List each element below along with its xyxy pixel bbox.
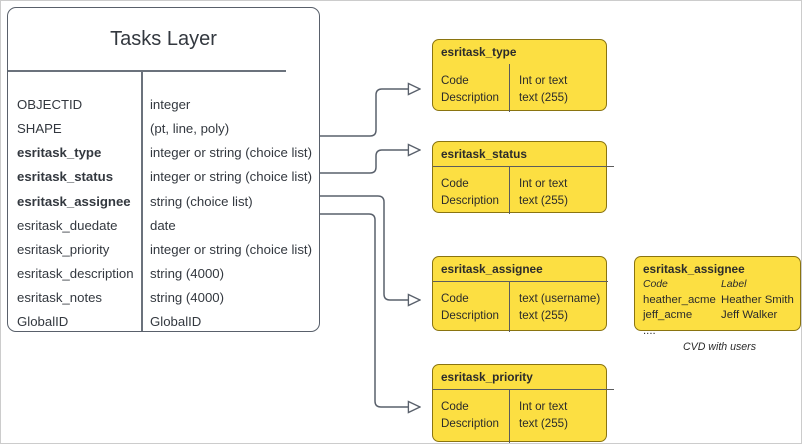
field-name: OBJECTID bbox=[17, 96, 83, 112]
wire-to-esritask-assignee bbox=[320, 195, 420, 300]
table-row[interactable]: esritask_duedate date bbox=[8, 213, 319, 237]
field-type: integer or string (choice list) bbox=[150, 168, 312, 184]
cvd-row: jeff_acme Jeff Walker bbox=[643, 308, 800, 324]
domain-header-divider bbox=[433, 166, 614, 168]
field-type: integer bbox=[150, 96, 191, 112]
table-row[interactable]: esritask_notes string (4000) bbox=[8, 285, 319, 309]
domain-box-esritask-type[interactable]: esritask_type Code Description Int or te… bbox=[432, 39, 607, 112]
wire-to-esritask-priority bbox=[320, 213, 420, 407]
domain-column-divider bbox=[509, 282, 511, 332]
table-row[interactable]: esritask_type integer or string (choice … bbox=[8, 140, 319, 164]
domain-box-esritask-priority[interactable]: esritask_priority Code Description Int o… bbox=[432, 364, 614, 443]
tasks-layer-table[interactable]: Tasks Layer OBJECTID integer SHAPE (pt, … bbox=[7, 7, 320, 332]
cvd-col-code-header: Code bbox=[643, 279, 668, 290]
table-row[interactable]: esritask_assignee string (choice list) bbox=[8, 189, 319, 213]
field-name: esritask_duedate bbox=[17, 217, 118, 233]
domain-row-label: Code Description bbox=[441, 74, 499, 104]
cvd-row: .... bbox=[643, 324, 800, 340]
domain-header-divider bbox=[433, 281, 608, 283]
domain-box-esritask-assignee[interactable]: esritask_assignee Code Description text … bbox=[432, 256, 608, 332]
field-type: string (4000) bbox=[150, 265, 225, 281]
domain-header-divider bbox=[433, 389, 614, 391]
page-title: Tasks Layer bbox=[110, 28, 217, 50]
field-name: SHAPE bbox=[17, 120, 62, 136]
field-name: esritask_description bbox=[17, 265, 134, 281]
domain-column-divider bbox=[509, 390, 511, 443]
domain-box-esritask-status[interactable]: esritask_status Code Description Int or … bbox=[432, 141, 614, 214]
field-name: esritask_priority bbox=[17, 241, 110, 257]
field-type: date bbox=[150, 217, 176, 233]
cvd-caption: CVD with users bbox=[683, 341, 756, 353]
wire-to-esritask-status bbox=[320, 150, 420, 174]
field-type: string (choice list) bbox=[150, 193, 253, 209]
table-row[interactable]: esritask_status integer or string (choic… bbox=[8, 164, 319, 188]
domain-row-value: text (username) text (255) bbox=[519, 292, 601, 322]
domain-column-divider bbox=[509, 64, 511, 112]
cvd-code: jeff_acme bbox=[643, 309, 693, 321]
cvd-column-headers: Code Label bbox=[643, 277, 800, 293]
domain-title: esritask_priority bbox=[441, 370, 533, 384]
cvd-code: heather_acme bbox=[643, 293, 716, 306]
cvd-label: Heather Smith bbox=[721, 293, 794, 306]
cvd-row: heather_acme Heather Smith bbox=[643, 293, 800, 309]
domain-title: esritask_status bbox=[441, 147, 527, 161]
cvd-title: esritask_assignee bbox=[643, 262, 745, 276]
table-row[interactable]: GlobalID GlobalID bbox=[8, 309, 319, 333]
field-type: GlobalID bbox=[150, 313, 202, 329]
domain-title: esritask_assignee bbox=[441, 262, 543, 276]
table-row[interactable]: esritask_description string (4000) bbox=[8, 261, 319, 285]
column-divider bbox=[141, 70, 143, 331]
table-row[interactable]: esritask_priority integer or string (cho… bbox=[8, 237, 319, 261]
cvd-sample-box[interactable]: esritask_assignee Code Label heather_acm… bbox=[634, 256, 801, 337]
field-name: esritask_status bbox=[17, 168, 114, 184]
field-name: GlobalID bbox=[17, 313, 69, 329]
domain-row-value: Int or text text (255) bbox=[519, 177, 568, 207]
cvd-col-label-header: Label bbox=[721, 279, 747, 290]
domain-title: esritask_type bbox=[441, 45, 517, 59]
wire-to-esritask-type bbox=[320, 89, 420, 137]
field-type: string (4000) bbox=[150, 289, 225, 305]
field-type: (pt, line, poly) bbox=[150, 120, 230, 136]
cvd-code: .... bbox=[643, 324, 656, 337]
field-name: esritask_notes bbox=[17, 289, 103, 305]
domain-row-value: Int or text text (255) bbox=[519, 400, 568, 430]
field-name: esritask_assignee bbox=[17, 193, 131, 209]
domain-row-label: Code Description bbox=[441, 177, 499, 207]
field-type: integer or string (choice list) bbox=[150, 144, 312, 160]
table-row[interactable]: SHAPE (pt, line, poly) bbox=[8, 116, 319, 140]
table-row[interactable]: OBJECTID integer bbox=[8, 92, 319, 116]
field-type: integer or string (choice list) bbox=[150, 241, 312, 257]
field-name: esritask_type bbox=[17, 144, 102, 160]
cvd-label: Jeff Walker bbox=[721, 309, 778, 321]
domain-column-divider bbox=[509, 167, 511, 214]
domain-row-value: Int or text text (255) bbox=[519, 74, 568, 104]
domain-row-label: Code Description bbox=[441, 400, 499, 430]
domain-row-label: Code Description bbox=[441, 292, 499, 322]
title-divider bbox=[8, 70, 286, 72]
